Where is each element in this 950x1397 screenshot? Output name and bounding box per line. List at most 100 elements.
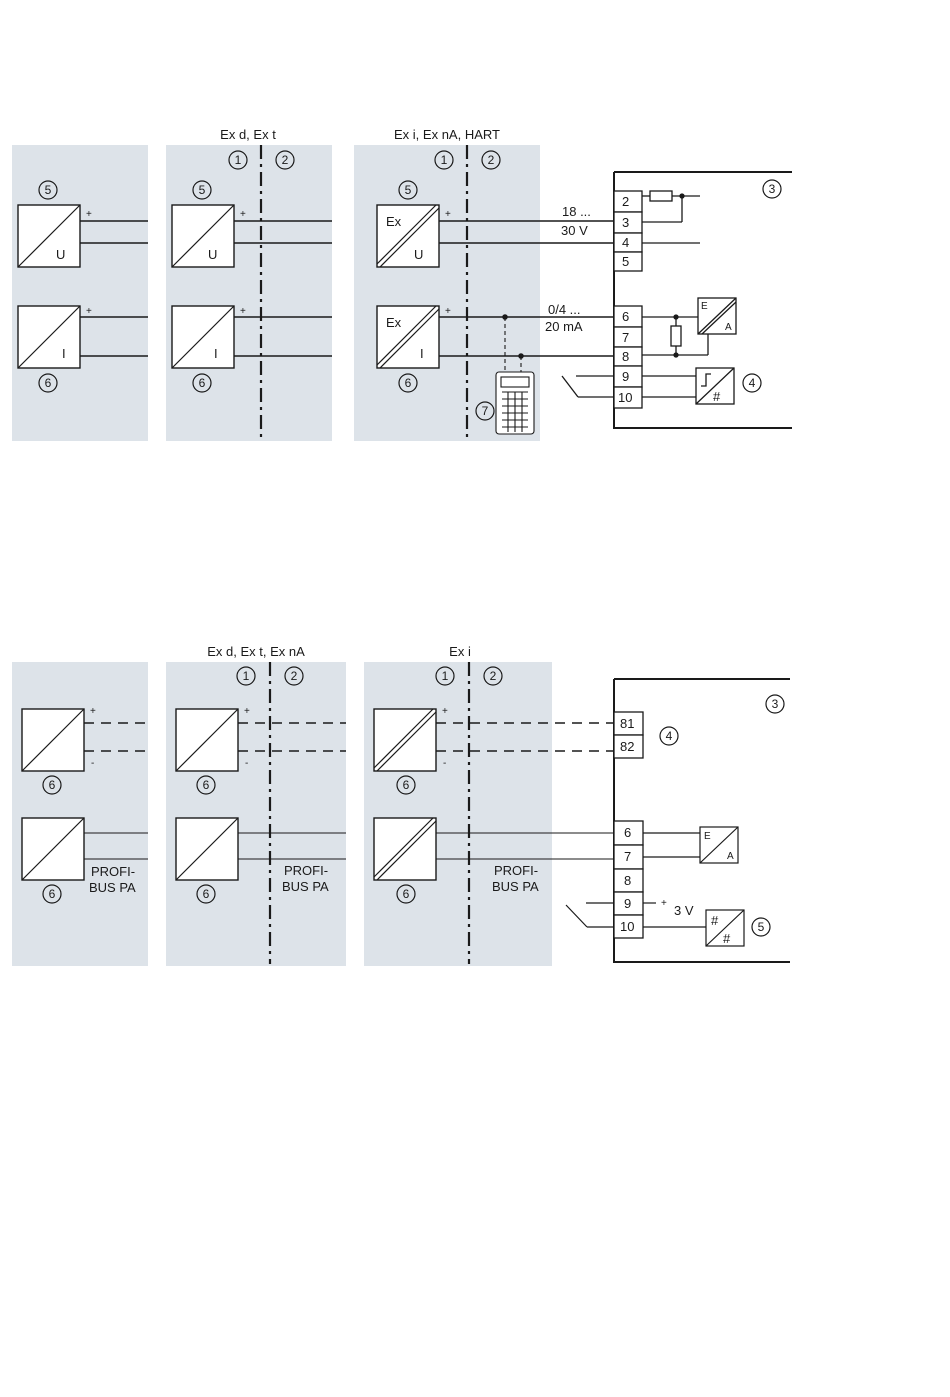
sensor-i-label: I [62, 346, 66, 361]
plus-label: + [445, 209, 451, 220]
callout-2-label: 2 [488, 153, 495, 167]
callout-6-label: 6 [49, 887, 56, 901]
sensor-i-label: I [420, 346, 424, 361]
minus-label: - [443, 758, 446, 769]
ex-profibus-sensor-box [374, 818, 436, 880]
switch-lever [566, 905, 587, 927]
minus-label: - [245, 758, 248, 769]
zone-panel-ex-i [364, 662, 552, 966]
callout-4-label: 4 [666, 729, 673, 743]
plus-label: + [445, 306, 451, 317]
pulse-hash-label: # [713, 389, 721, 404]
plus-label: + [661, 898, 667, 909]
terminal-label: 3 [622, 215, 629, 230]
terminal-label: 5 [622, 254, 629, 269]
callout-2-label: 2 [490, 669, 497, 683]
junction-dot [519, 354, 523, 358]
terminal-label: 8 [624, 873, 631, 888]
sensor-i-label: I [214, 346, 218, 361]
voltage-range-label: 30 V [561, 223, 588, 238]
junction-dot [674, 315, 678, 319]
converter-e-label: E [701, 301, 708, 312]
header-ex-i: Ex i [449, 644, 471, 659]
plus-label: + [90, 706, 96, 717]
zone-panel-safe [12, 145, 148, 441]
profibus-label: PROFI- [284, 863, 328, 878]
converter-e-label: E [704, 831, 711, 842]
pulse-hash-label: # [723, 931, 731, 946]
callout-1-label: 1 [243, 669, 250, 683]
terminal-label: 4 [622, 235, 629, 250]
callout-6-label: 6 [49, 778, 56, 792]
voltage-label: 3 V [674, 903, 694, 918]
voltage-range-label: 18 ... [562, 204, 591, 219]
callout-6-label: 6 [199, 376, 206, 390]
sensor-ex-label: Ex [386, 214, 402, 229]
callout-7-label: 7 [482, 404, 489, 418]
switch-lever [562, 376, 578, 397]
zone-panel-safe [12, 662, 148, 966]
junction-dot [680, 194, 684, 198]
profibus-label: PROFI- [91, 864, 135, 879]
profibus-label: BUS PA [492, 879, 539, 894]
callout-6-label: 6 [405, 376, 412, 390]
header-ex-i-hart: Ex i, Ex nA, HART [394, 127, 500, 142]
header-ex-d-ex-t: Ex d, Ex t [220, 127, 276, 142]
junction-dot [674, 353, 678, 357]
terminal-label: 2 [622, 194, 629, 209]
plus-label: + [442, 706, 448, 717]
sensor-u-label: U [56, 247, 65, 262]
profibus-label: BUS PA [282, 879, 329, 894]
callout-1-label: 1 [441, 153, 448, 167]
plus-label: + [240, 209, 246, 220]
terminal-label: 7 [624, 849, 631, 864]
pulse-hash-label: # [711, 913, 719, 928]
callout-1-label: 1 [442, 669, 449, 683]
callout-4-label: 4 [749, 376, 756, 390]
callout-2-label: 2 [282, 153, 289, 167]
terminal-label: 8 [622, 349, 629, 364]
callout-1-label: 1 [235, 153, 242, 167]
diagram-1: Ex d, Ex t Ex i, Ex nA, HART 1 2 1 2 5 [12, 127, 792, 441]
sensor-u-label: U [414, 247, 423, 262]
shunt-resistor [671, 326, 681, 346]
terminal-label: 10 [618, 390, 632, 405]
converter-a-label: A [725, 322, 732, 333]
terminal-label: 7 [622, 330, 629, 345]
callout-5-label: 5 [199, 183, 206, 197]
plus-label: + [240, 306, 246, 317]
terminal-label: 82 [620, 739, 634, 754]
terminal-label: 9 [624, 896, 631, 911]
callout-6-label: 6 [203, 887, 210, 901]
header-ex-d-ex-t-ex-na: Ex d, Ex t, Ex nA [207, 644, 305, 659]
sensor-ex-label: Ex [386, 315, 402, 330]
callout-2-label: 2 [291, 669, 298, 683]
plus-label: + [86, 209, 92, 220]
zone-panel-ex-d [166, 145, 332, 441]
callout-6-label: 6 [403, 778, 410, 792]
sensor-u-label: U [208, 247, 217, 262]
callout-5-label: 5 [405, 183, 412, 197]
terminal-label: 81 [620, 716, 634, 731]
plus-label: + [244, 706, 250, 717]
callout-3-label: 3 [769, 182, 776, 196]
zone-panel-ex-d [166, 662, 346, 966]
callout-6-label: 6 [45, 376, 52, 390]
current-range-label: 0/4 ... [548, 302, 581, 317]
profibus-label: PROFI- [494, 863, 538, 878]
terminal-label: 6 [622, 309, 629, 324]
terminal-label: 6 [624, 825, 631, 840]
callout-6-label: 6 [203, 778, 210, 792]
callout-3-label: 3 [772, 697, 779, 711]
junction-dot [503, 315, 507, 319]
callout-5-label: 5 [45, 183, 52, 197]
profibus-label: BUS PA [89, 880, 136, 895]
current-range-label: 20 mA [545, 319, 583, 334]
converter-a-label: A [727, 851, 734, 862]
diagram-2: Ex d, Ex t, Ex nA Ex i 1 2 1 2 6 6 6 [12, 644, 790, 966]
terminal-label: 9 [622, 369, 629, 384]
minus-label: - [91, 758, 94, 769]
terminal-label: 10 [620, 919, 634, 934]
callout-6-label: 6 [403, 887, 410, 901]
